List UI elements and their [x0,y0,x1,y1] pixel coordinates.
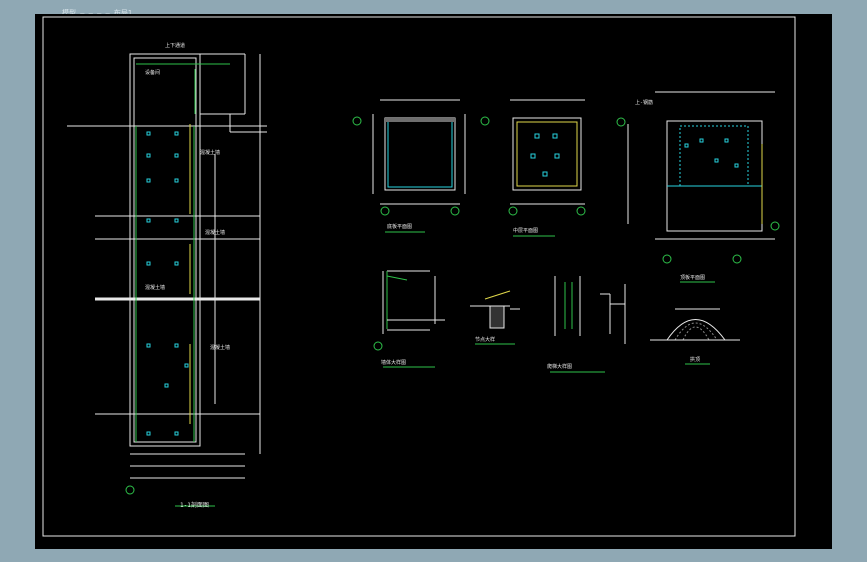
plan-1-title: 底板平面图 [387,223,412,230]
arch-title: 拱顶 [690,356,700,363]
svg-text:上下通道: 上下通道 [165,42,185,49]
detail-2-title: 节点大样 [475,336,495,343]
detail-view-1 [373,270,445,368]
sheet-border [42,16,796,537]
svg-text:1-1剖面图: 1-1剖面图 [180,501,209,509]
svg-text:混凝土墙: 混凝土墙 [210,344,230,351]
arch-detail-view [650,308,740,365]
plan-view-2 [480,99,586,237]
detail-view-3 [550,276,626,373]
plan-view-3 [616,91,796,283]
svg-text:混凝土墙: 混凝土墙 [145,284,165,291]
svg-text:设备间: 设备间 [145,69,160,76]
detail-3-title: 爬梯大样图 [547,363,572,370]
long-section-labels: 上下通道 设备间 混凝土墙 混凝土墙 混凝土墙 混凝土墙 1-1剖面图 [145,42,230,509]
long-section-view [67,53,267,507]
detail-1-title: 墙体大样图 [381,359,406,366]
plan-2-title: 中层平面图 [513,227,538,234]
detail-view-2 [470,290,520,345]
svg-text:混凝土墙: 混凝土墙 [200,149,220,156]
svg-text:混凝土墙: 混凝土墙 [205,229,225,236]
plan-3-title: 顶板平面图 [680,274,705,281]
plan-view-1 [352,99,466,233]
plan-3-note: 上-钢筋 [635,99,653,106]
cad-drawing: 上下通道 设备间 混凝土墙 混凝土墙 混凝土墙 混凝土墙 1-1剖面图 [42,16,796,537]
drawing-tab-label: 模型 — — — — 布局1 [62,9,133,17]
drawing-canvas[interactable]: 上下通道 设备间 混凝土墙 混凝土墙 混凝土墙 混凝土墙 1-1剖面图 [35,14,832,549]
